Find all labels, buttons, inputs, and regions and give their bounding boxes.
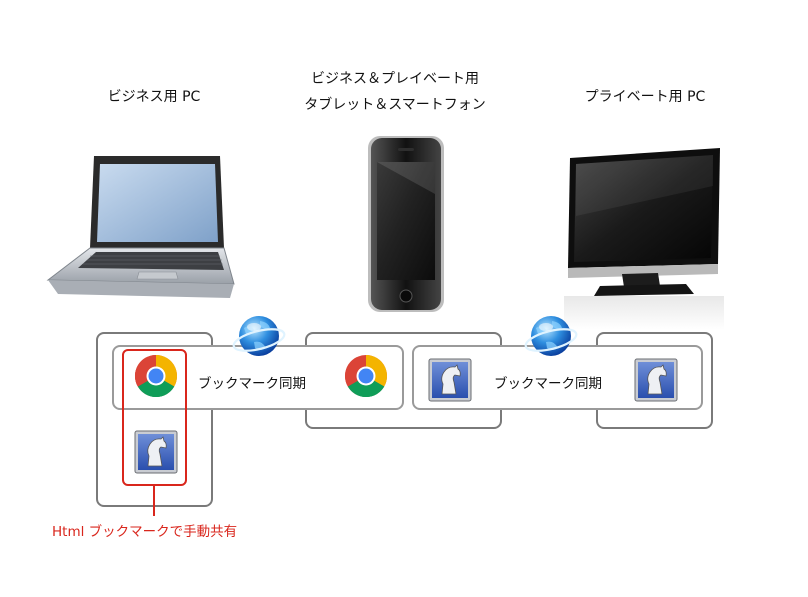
sync-label-right: ブックマーク同期 [494, 372, 602, 392]
chrome-icon [134, 354, 178, 398]
globe-icon [524, 312, 578, 362]
chrome-icon [344, 354, 388, 398]
sync-label-left: ブックマーク同期 [198, 372, 306, 392]
globe-icon [232, 312, 286, 362]
sleipnir-icon [634, 358, 678, 402]
sleipnir-icon [134, 430, 178, 474]
monitor-image [564, 146, 724, 330]
shared-mobile-label: ビジネス＆プレイベート用 タブレット＆スマートフォン [290, 66, 500, 118]
smartphone-image [364, 134, 448, 314]
sleipnir-icon [428, 358, 472, 402]
shared-mobile-label-line2: タブレット＆スマートフォン [290, 92, 500, 118]
shared-mobile-label-line1: ビジネス＆プレイベート用 [290, 66, 500, 92]
callout-connector [153, 486, 155, 516]
private-pc-label: プライベート用 PC [565, 86, 725, 106]
callout-label: Html ブックマークで手動共有 [52, 520, 237, 540]
laptop-image [44, 152, 236, 304]
business-pc-label: ビジネス用 PC [80, 86, 228, 106]
